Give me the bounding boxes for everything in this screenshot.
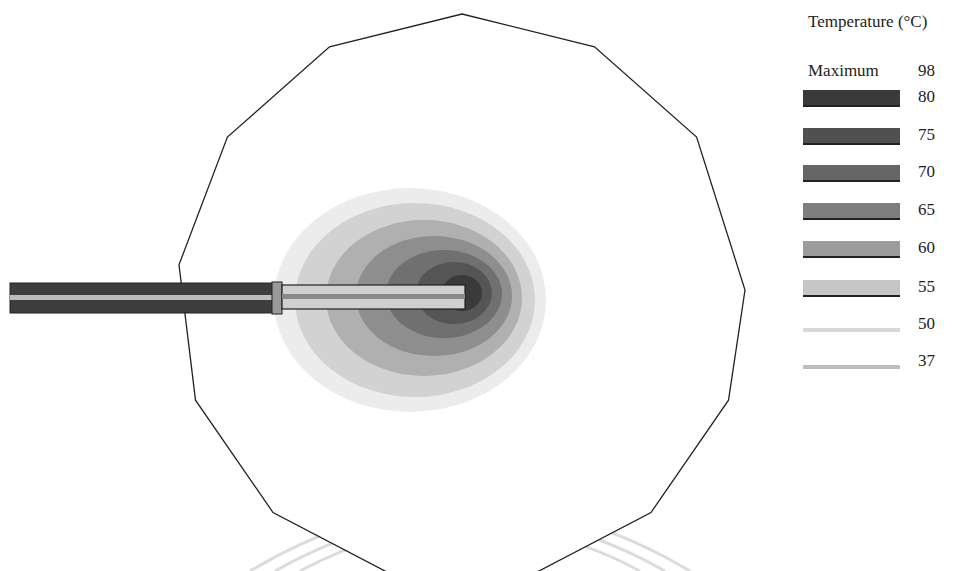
legend-swatch [803,90,900,107]
legend-value: 55 [918,277,935,297]
legend-value: 37 [918,351,935,371]
probe [10,282,465,314]
legend-value: 80 [918,87,935,107]
legend-value: 50 [918,314,935,334]
max-value: 98 [918,61,935,81]
legend-swatch [803,203,900,220]
legend-value: 60 [918,238,935,258]
max-label: Maximum [808,61,879,81]
legend-swatch [803,241,900,258]
legend-value: 70 [918,162,935,182]
legend-swatch [803,365,900,369]
legend-swatch [803,280,900,297]
temperature-contours [274,188,546,412]
legend-value: 75 [918,125,935,145]
legend-swatch [803,165,900,182]
legend-swatch [803,128,900,145]
legend-value: 65 [918,200,935,220]
legend-swatch [803,328,900,332]
legend-heading: Temperature (°C) [808,12,927,32]
